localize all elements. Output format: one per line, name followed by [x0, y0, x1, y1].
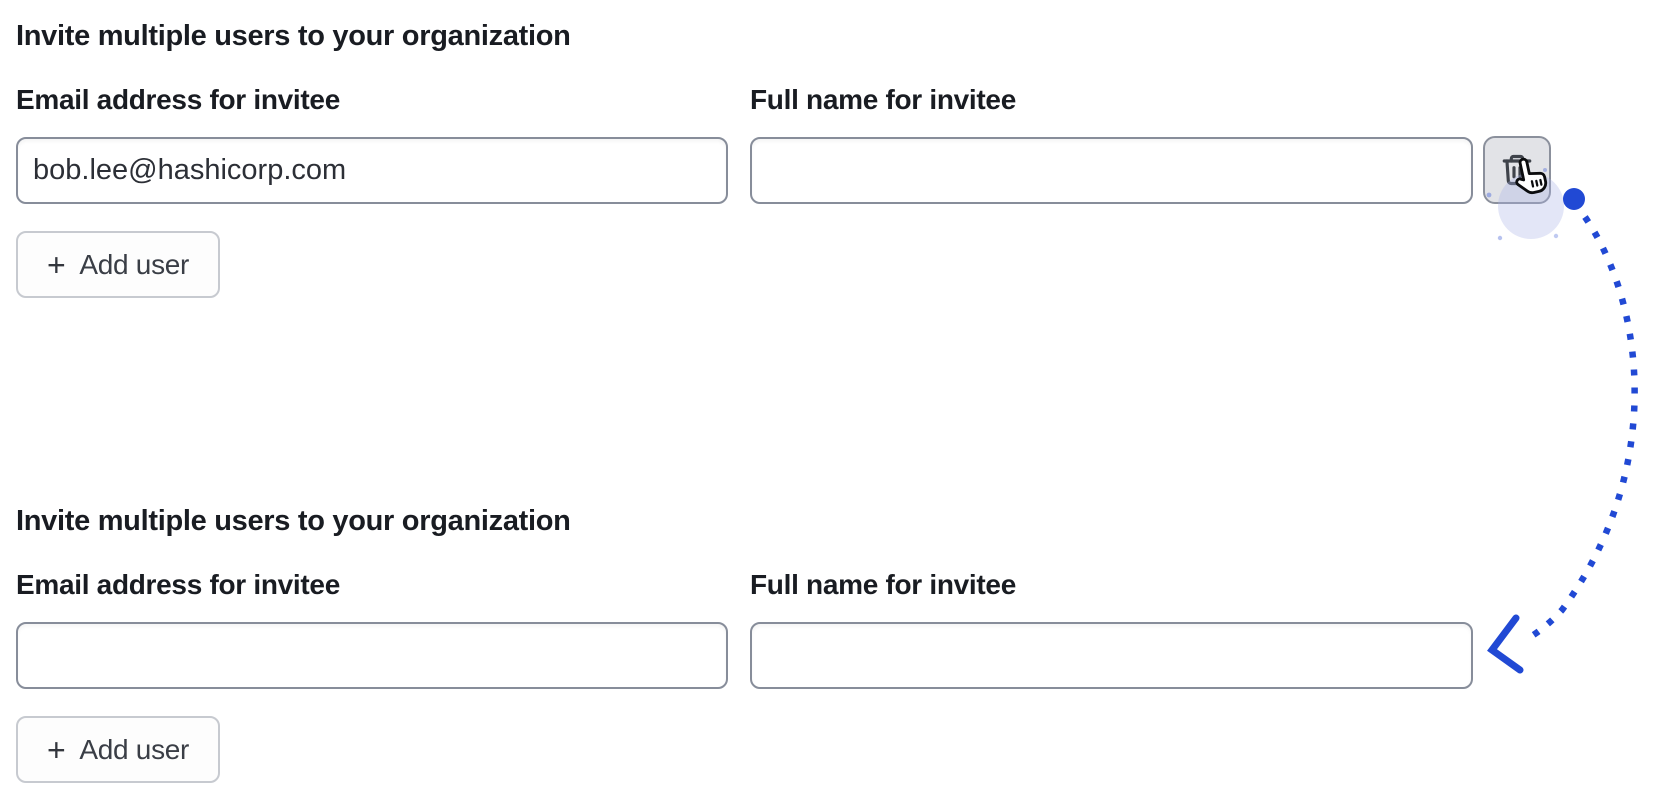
add-user-button[interactable]: + Add user	[16, 716, 221, 783]
email-label: Email address for invitee	[16, 569, 340, 600]
trash-icon	[1499, 152, 1535, 188]
section-heading: Invite multiple users to your organizati…	[16, 505, 571, 537]
full-name-label: Full name for invitee	[750, 84, 1016, 115]
full-name-label: Full name for invitee	[750, 569, 1016, 600]
add-user-label: Add user	[79, 248, 190, 280]
invite-users-page: Invite multiple users to your organizati…	[16, 18, 1656, 783]
email-label: Email address for invitee	[16, 84, 340, 115]
invite-form-after: Invite multiple users to your organizati…	[16, 503, 1656, 783]
email-field-group: Email address for invitee	[16, 84, 728, 204]
section-heading: Invite multiple users to your organizati…	[16, 20, 571, 52]
invitee-row: Email address for invitee Full name for …	[16, 84, 1656, 204]
email-input[interactable]	[16, 622, 728, 689]
delete-row-button[interactable]	[1483, 136, 1551, 204]
add-user-label: Add user	[79, 733, 190, 765]
add-user-button[interactable]: + Add user	[16, 231, 221, 298]
full-name-field-group: Full name for invitee	[750, 569, 1473, 689]
plus-icon: +	[47, 246, 66, 283]
email-field-group: Email address for invitee	[16, 569, 728, 689]
full-name-input[interactable]	[750, 622, 1473, 689]
email-input[interactable]	[16, 137, 728, 204]
full-name-input[interactable]	[750, 137, 1473, 204]
full-name-field-group: Full name for invitee	[750, 84, 1473, 204]
plus-icon: +	[47, 731, 66, 768]
invitee-row: Email address for invitee Full name for …	[16, 569, 1656, 689]
invite-form-before: Invite multiple users to your organizati…	[16, 18, 1656, 298]
